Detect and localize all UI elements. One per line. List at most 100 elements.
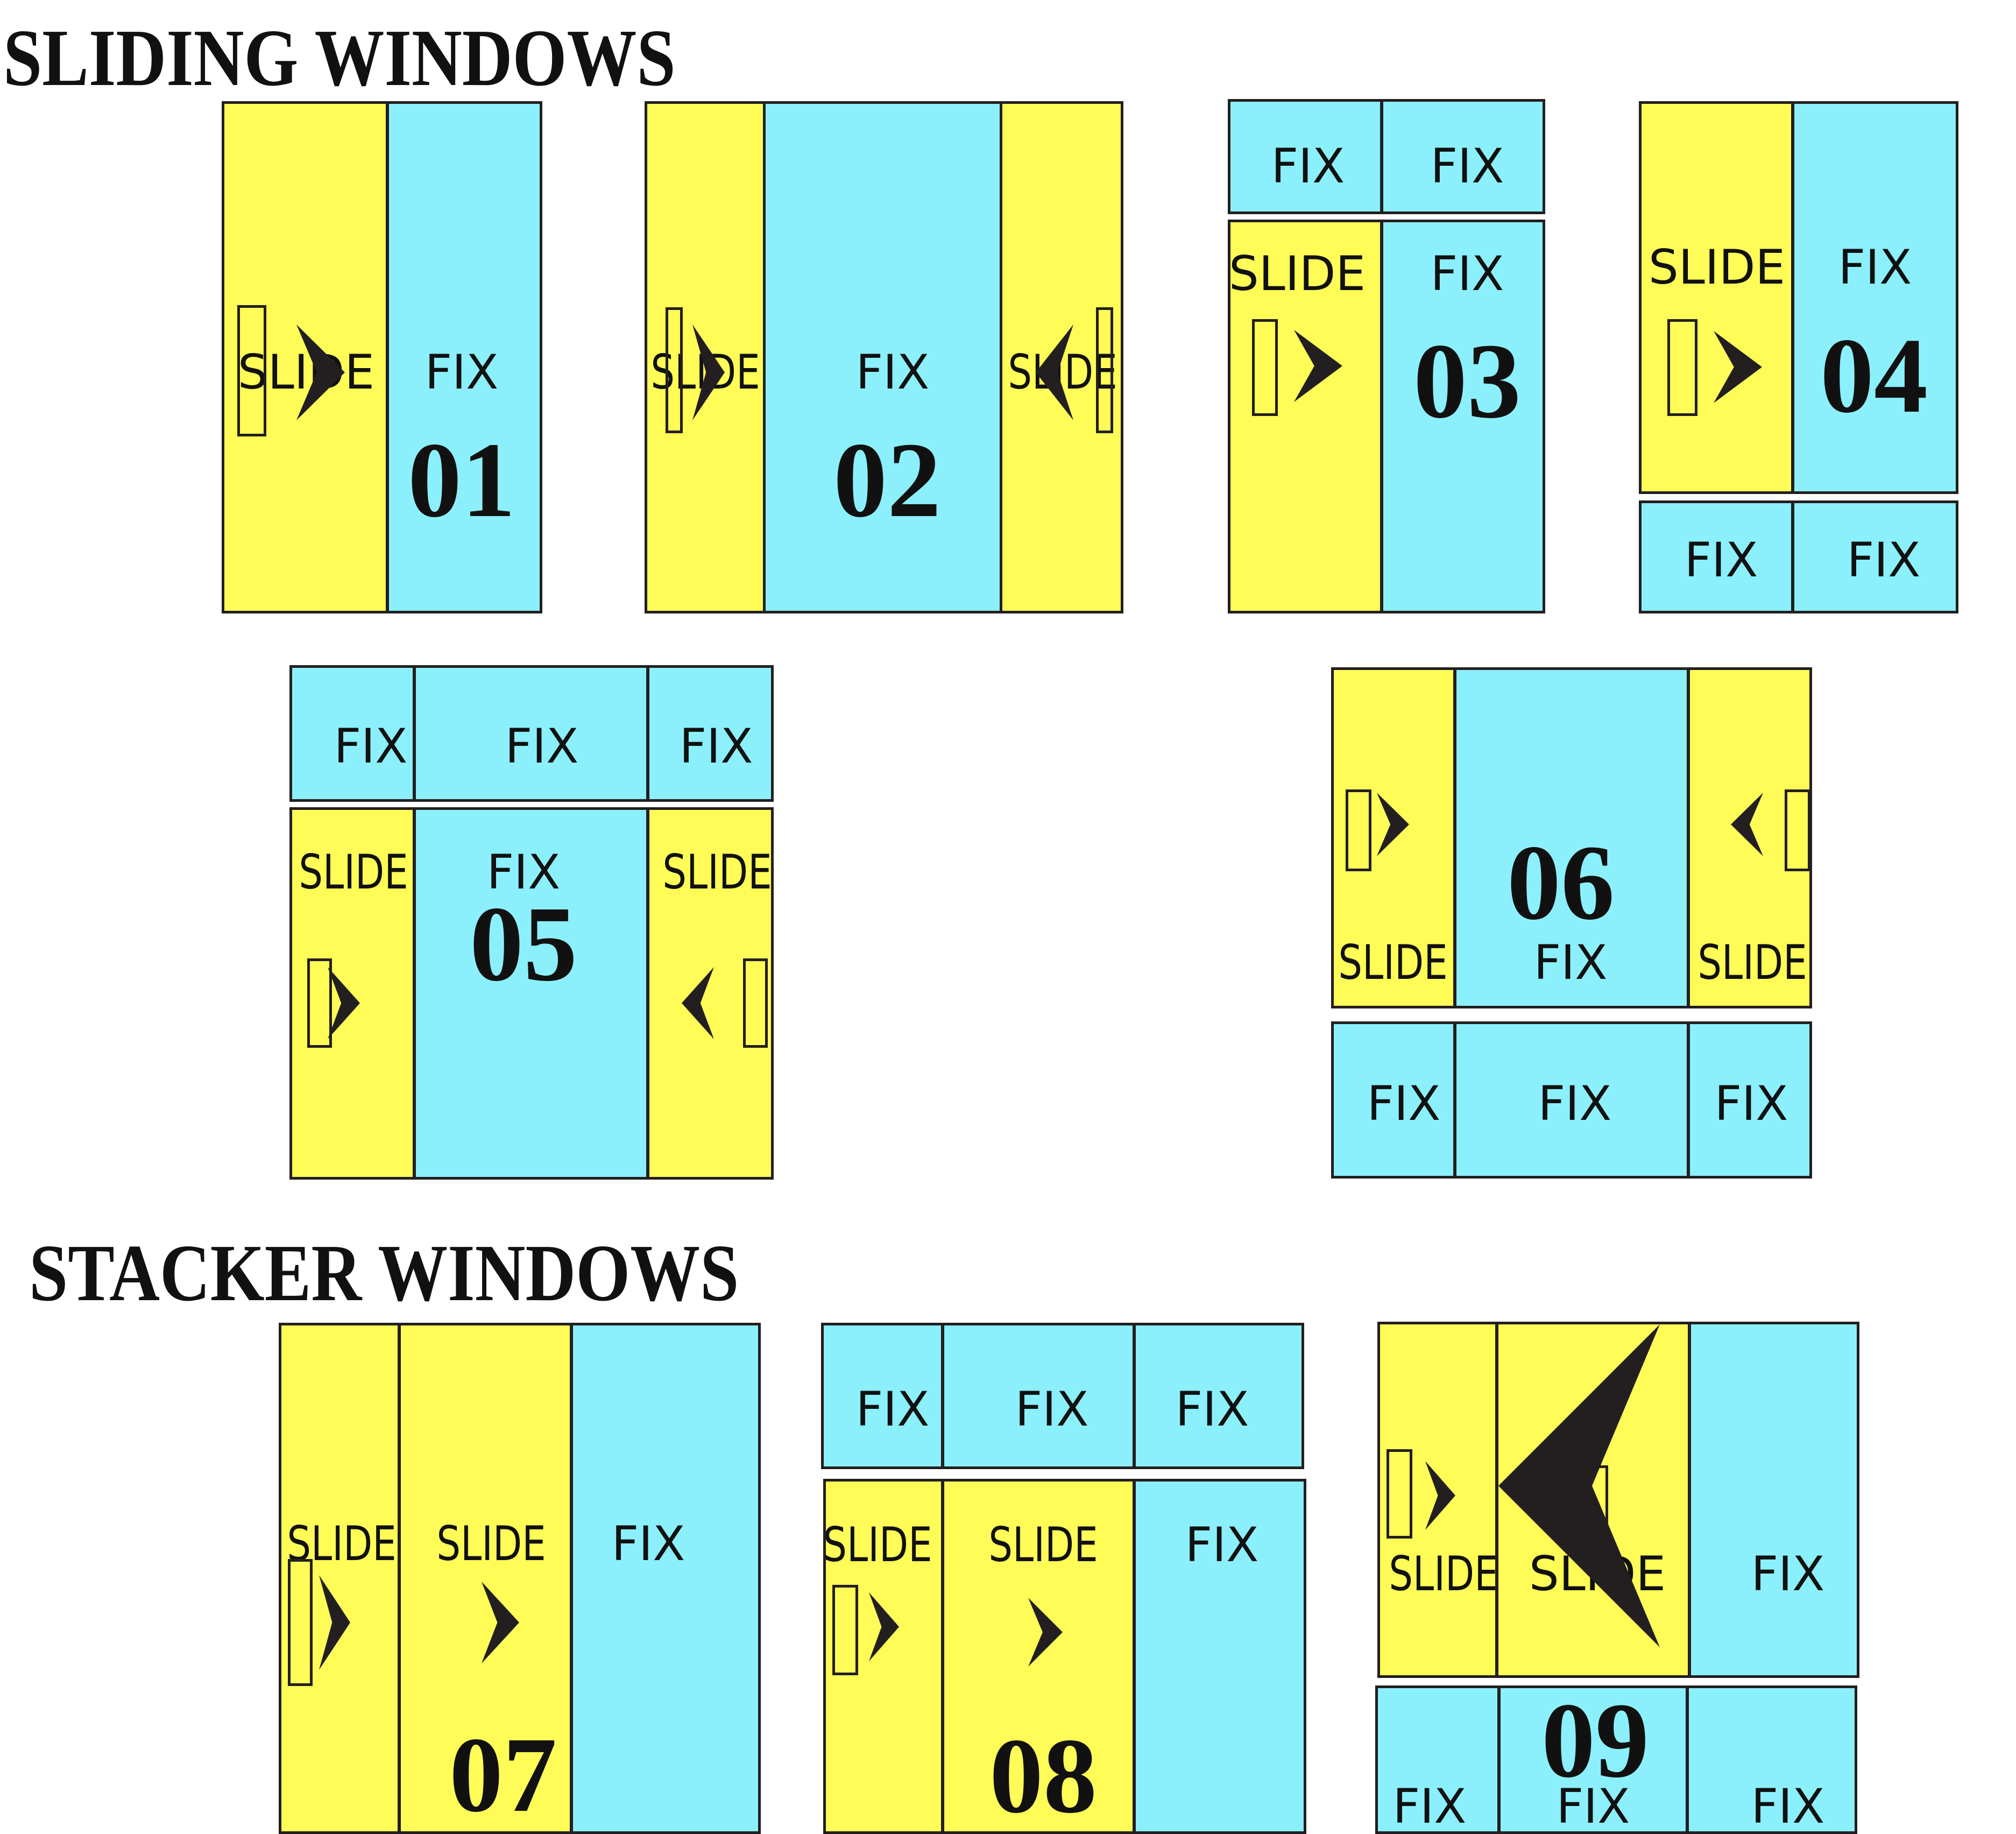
window-type-number: 07 <box>449 1716 557 1834</box>
fix-label: FIX <box>334 718 408 774</box>
fix-label: FIX <box>1556 1779 1630 1834</box>
chevron-right-icon <box>1294 330 1342 402</box>
slide-label: SLIDE <box>299 844 408 900</box>
fix-panel: FIX 03 <box>1381 220 1545 613</box>
slide-panel: SLIDE <box>289 807 415 1180</box>
fix-label: FIX <box>855 1381 930 1437</box>
window-type-number: 03 <box>1413 322 1521 441</box>
chevron-right-icon <box>482 1582 519 1663</box>
fix-panel: FIX <box>1331 1021 1456 1179</box>
slide-panel: SLIDE <box>1496 1322 1690 1678</box>
fix-label: FIX <box>486 844 561 900</box>
fix-panel: FIX <box>1687 1021 1812 1179</box>
handle-bar-icon <box>666 307 683 433</box>
fix-panel: FIX 02 <box>763 101 1003 613</box>
slide-label: SLIDE <box>1648 239 1786 295</box>
slide-label: SLIDE <box>1697 935 1807 990</box>
fix-panel: FIX <box>1639 500 1794 613</box>
fix-label: FIX <box>1838 239 1912 295</box>
fix-label: FIX <box>1847 532 1921 588</box>
slide-panel: SLIDE <box>1331 667 1456 1008</box>
handle-bar-icon <box>288 1559 313 1686</box>
fix-panel: FIX <box>1133 1323 1304 1469</box>
chevron-right-icon <box>328 967 360 1039</box>
fix-label: FIX <box>1430 246 1504 301</box>
window-type-number: 04 <box>1820 316 1928 435</box>
fix-label: FIX <box>1271 138 1345 194</box>
slide-panel: SLIDE <box>1228 220 1383 613</box>
fix-label: FIX <box>1392 1779 1467 1834</box>
handle-bar-icon <box>1785 789 1809 871</box>
fix-panel: FIX <box>1133 1479 1306 1834</box>
fix-label: FIX <box>505 718 579 774</box>
chevron-right-icon <box>1028 1598 1063 1667</box>
fix-panel: FIX <box>1454 1021 1689 1179</box>
handle-bar-icon <box>743 958 768 1048</box>
fix-panel: FIX 04 <box>1792 101 1958 494</box>
fix-label: FIX <box>1538 1076 1612 1131</box>
chevron-right-icon <box>319 1575 350 1670</box>
slide-label: SLIDE <box>988 1517 1098 1572</box>
slide-panel: SLIDE <box>647 807 774 1180</box>
fix-label: FIX <box>855 344 930 400</box>
fix-panel: FIX <box>647 665 774 802</box>
fix-label: FIX <box>1430 138 1504 194</box>
chevron-right-icon <box>296 325 345 420</box>
slide-panel: SLIDE <box>222 101 388 613</box>
chevron-left-icon <box>682 967 714 1039</box>
fix-label: FIX <box>1367 1076 1441 1131</box>
window-type-number: 08 <box>989 1717 1097 1834</box>
handle-bar-icon <box>1667 319 1697 416</box>
handle-bar-icon <box>832 1585 858 1675</box>
slide-label: SLIDE <box>1338 935 1448 990</box>
handle-bar-icon <box>237 305 266 436</box>
fix-label: FIX <box>1175 1381 1249 1437</box>
fix-panel: FIX <box>1381 99 1545 214</box>
slide-panel: SLIDE <box>279 1323 400 1834</box>
fix-label: FIX <box>425 344 499 400</box>
slide-panel: SLIDE <box>823 1479 944 1834</box>
fix-panel: FIX <box>1792 500 1958 613</box>
fix-panel: FIX <box>1228 99 1383 214</box>
handle-bar-icon <box>1252 319 1278 416</box>
slide-panel: SLIDE 08 <box>942 1479 1135 1834</box>
chevron-right-icon <box>692 325 725 420</box>
fix-panel: FIX <box>289 665 415 802</box>
fix-panel: FIX <box>1688 1322 1859 1678</box>
slide-panel: SLIDE <box>1687 667 1812 1008</box>
fix-label: FIX <box>1533 935 1608 990</box>
window-type-number: 09 <box>1541 1685 1649 1800</box>
heading-stacker-windows: STACKER WINDOWS <box>29 1228 739 1318</box>
chevron-right-icon <box>1425 1461 1455 1530</box>
fix-label: FIX <box>1751 1546 1825 1602</box>
fix-label: FIX <box>679 718 753 774</box>
fix-label: FIX <box>1714 1076 1788 1131</box>
slide-label: SLIDE <box>1228 246 1366 301</box>
fix-panel: FIX <box>413 665 649 802</box>
fix-label: FIX <box>611 1516 685 1571</box>
chevron-right-icon <box>869 1592 899 1661</box>
slide-label: SLIDE <box>237 344 375 400</box>
slide-panel: SLIDE <box>1639 101 1794 494</box>
fix-panel: FIX <box>570 1323 761 1834</box>
window-type-number: 06 <box>1507 823 1615 942</box>
chevron-left-icon <box>1731 793 1763 856</box>
fix-label: FIX <box>1015 1381 1089 1437</box>
fix-label: FIX <box>1751 1779 1825 1834</box>
chevron-left-icon <box>1498 1324 1660 1647</box>
window-type-number: 02 <box>833 421 941 540</box>
handle-bar-icon <box>1387 1449 1412 1539</box>
slide-panel: SLIDE <box>645 101 766 613</box>
chevron-left-icon <box>1036 325 1073 420</box>
handle-bar-icon <box>1346 789 1371 871</box>
fix-panel: FIX <box>821 1323 944 1469</box>
slide-label: SLIDE <box>1389 1546 1498 1602</box>
fix-panel: FIX <box>1375 1685 1500 1834</box>
window-type-number: 05 <box>470 885 577 1004</box>
heading-sliding-windows: SLIDING WINDOWS <box>3 12 676 103</box>
